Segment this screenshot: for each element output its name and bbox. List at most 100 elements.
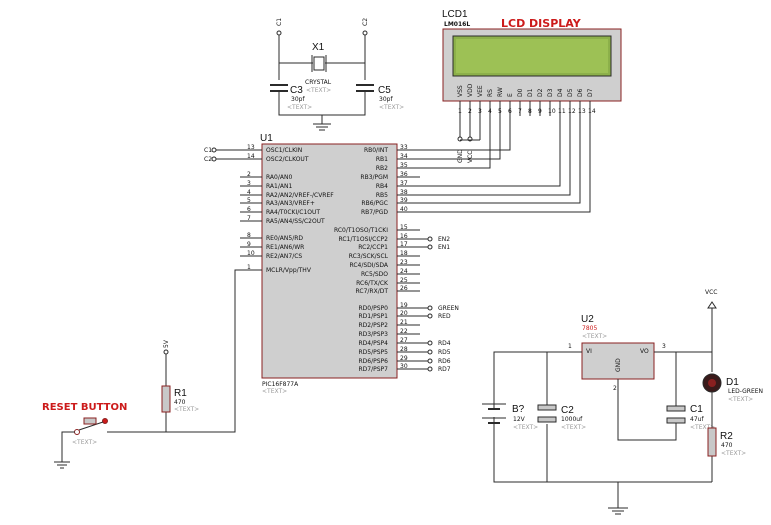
u2-pin2: 2 xyxy=(613,385,617,392)
mcu-pin-name: RB1 xyxy=(376,156,388,163)
lcd-ref: LCD1 xyxy=(442,9,468,20)
mcu-pin-name: RA5/AN4/SS/C2OUT xyxy=(266,218,325,225)
u2-part: 7805 xyxy=(582,325,597,332)
mcu-pin-number: 39 xyxy=(400,197,408,204)
lcd-pin-name: D6 xyxy=(577,88,584,97)
mcu-text: <TEXT> xyxy=(262,388,287,395)
lcd-pin-name: RW xyxy=(497,87,504,97)
mcu-pin-name: RC3/SCK/SCL xyxy=(349,253,389,260)
x1-ref: X1 xyxy=(312,42,325,53)
reset-button-label: RESET BUTTON xyxy=(42,402,127,413)
lcd-pin-name: D3 xyxy=(547,88,554,97)
x1-text: <TEXT> xyxy=(306,87,331,94)
lcd-wiring: GND VCC xyxy=(397,116,591,213)
mcu-part: PIC16F877A xyxy=(262,381,299,388)
net-terminal xyxy=(427,313,433,319)
lcd-pin-number: 6 xyxy=(508,108,512,115)
mcu-pin-number: 9 xyxy=(247,241,251,248)
mcu-pin-number: 27 xyxy=(400,337,408,344)
mcu-pin-number: 26 xyxy=(400,285,408,292)
lcd-pin-group: VSS1VDD2VEE3RS4RW5E6D07D18D29D310D411D51… xyxy=(457,83,596,116)
lcd-pin-number: 4 xyxy=(488,108,492,115)
battery: B? 12V <TEXT> xyxy=(482,403,538,431)
c3-value: 30pf xyxy=(291,96,305,103)
mcu-pin-name: RC6/TX/CK xyxy=(356,280,389,287)
reset-button-text: <TEXT> xyxy=(72,439,97,446)
mcu-pin-name: RC7/RX/DT xyxy=(356,288,389,295)
mcu-pin-number: 18 xyxy=(400,250,408,257)
lcd-pin-name: VDD xyxy=(467,83,474,97)
vcc-label: VCC xyxy=(705,289,717,296)
mcu-pin-name: RE1/AN6/WR xyxy=(266,244,304,251)
c1-text: <TEXT> xyxy=(690,424,715,431)
c3-ref: C3 xyxy=(290,85,303,96)
mcu-pin-number: 40 xyxy=(400,206,408,213)
mcu-pin-number: 2 xyxy=(247,171,251,178)
mcu-pin-name: RB5 xyxy=(376,192,388,199)
mcu-pin-name: RE2/AN7/CS xyxy=(266,253,302,260)
lcd-pin-name: D2 xyxy=(537,88,544,97)
net-label: EN1 xyxy=(438,244,450,251)
lcd-pin-number: 13 xyxy=(578,108,586,115)
net-label: RD4 xyxy=(438,340,451,347)
reset-circuit: 5V R1 470 <TEXT> RESET BUTTON <TEXT> xyxy=(42,269,240,469)
mcu-pin-name: RD6/PSP6 xyxy=(359,358,389,365)
ground-symbol-reset xyxy=(54,461,70,469)
r2-text: <TEXT> xyxy=(721,450,746,457)
lcd-pin-name: D1 xyxy=(527,88,534,97)
lcd-pin-number: 5 xyxy=(498,108,502,115)
r1-value: 470 xyxy=(174,399,186,406)
lcd-pin-number: 14 xyxy=(588,108,596,115)
mcu-pin-name: RD4/PSP4 xyxy=(359,340,389,347)
lcd-pin-number: 11 xyxy=(558,108,566,115)
lcd-pin-name: D0 xyxy=(517,88,524,97)
mcu-pin-number: 16 xyxy=(400,233,408,240)
net-label: C2 xyxy=(204,156,212,163)
lcd-pin-name: D4 xyxy=(557,88,564,97)
mcu-pin-name: RA0/AN0 xyxy=(266,174,292,181)
u2-pin3: 3 xyxy=(662,343,666,350)
lcd-pin-name: RS xyxy=(487,89,494,97)
r2-value: 470 xyxy=(721,442,733,449)
mcu-pin-number: 14 xyxy=(247,153,255,160)
mcu-pin-number: 29 xyxy=(400,355,408,362)
mcu-pin-name: RE0/AN5/RD xyxy=(266,235,303,242)
mcu-pin-number: 35 xyxy=(400,162,408,169)
lcd-pin-number: 9 xyxy=(538,108,542,115)
lcd-display-title: LCD DISPLAY xyxy=(501,17,582,30)
mcu-pin-number: 38 xyxy=(400,189,408,196)
r1-text: <TEXT> xyxy=(174,406,199,413)
d1-text: <TEXT> xyxy=(728,396,753,403)
net-terminal xyxy=(211,156,217,162)
lcd-pin-number: 1 xyxy=(458,108,462,115)
mcu-pin-number: 36 xyxy=(400,171,408,178)
mcu-pin-name: RB2 xyxy=(376,165,388,172)
led-d1: D1 LED-GREEN <TEXT> xyxy=(702,373,763,403)
mcu-pin-number: 5 xyxy=(247,197,251,204)
lcd-pin-number: 7 xyxy=(518,108,522,115)
mcu-pin-name: RC1/T1OSI/CCP2 xyxy=(338,236,388,243)
c5-text: <TEXT> xyxy=(379,104,404,111)
net-terminal xyxy=(427,340,433,346)
mcu-pin-name: OSC2/CLKOUT xyxy=(266,156,309,163)
net-label-c2-top: C2 xyxy=(362,18,369,26)
u2-vo: VO xyxy=(640,348,649,355)
net-terminal xyxy=(427,349,433,355)
lcd-pin-name: E xyxy=(507,93,514,97)
mcu-pin-name: RA4/T0CKI/C1OUT xyxy=(266,209,320,216)
power-supply: U2 7805 <TEXT> VI VO GND 1 2 3 B? 12V <T… xyxy=(482,289,763,515)
mcu-pin-number: 20 xyxy=(400,310,408,317)
c5-value: 30pf xyxy=(379,96,393,103)
mcu-pin-name: OSC1/CLKIN xyxy=(266,147,302,154)
battery-value: 12V xyxy=(513,416,526,423)
mcu-pin-number: 8 xyxy=(247,232,251,239)
mcu-pin-number: 23 xyxy=(400,259,408,266)
mcu-pin-name: RA3/AN3/VREF+ xyxy=(266,200,315,207)
c2-ref: C2 xyxy=(561,405,574,416)
mcu-pin-number: 34 xyxy=(400,153,408,160)
lcd-module: LCD1 LM016L <TEXT> LCD DISPLAY VSS1VDD2V… xyxy=(442,9,622,116)
reset-button[interactable]: <TEXT> xyxy=(72,417,108,446)
mcu-pin-name: RA2/AN2/VREF-/CVREF xyxy=(266,192,334,199)
